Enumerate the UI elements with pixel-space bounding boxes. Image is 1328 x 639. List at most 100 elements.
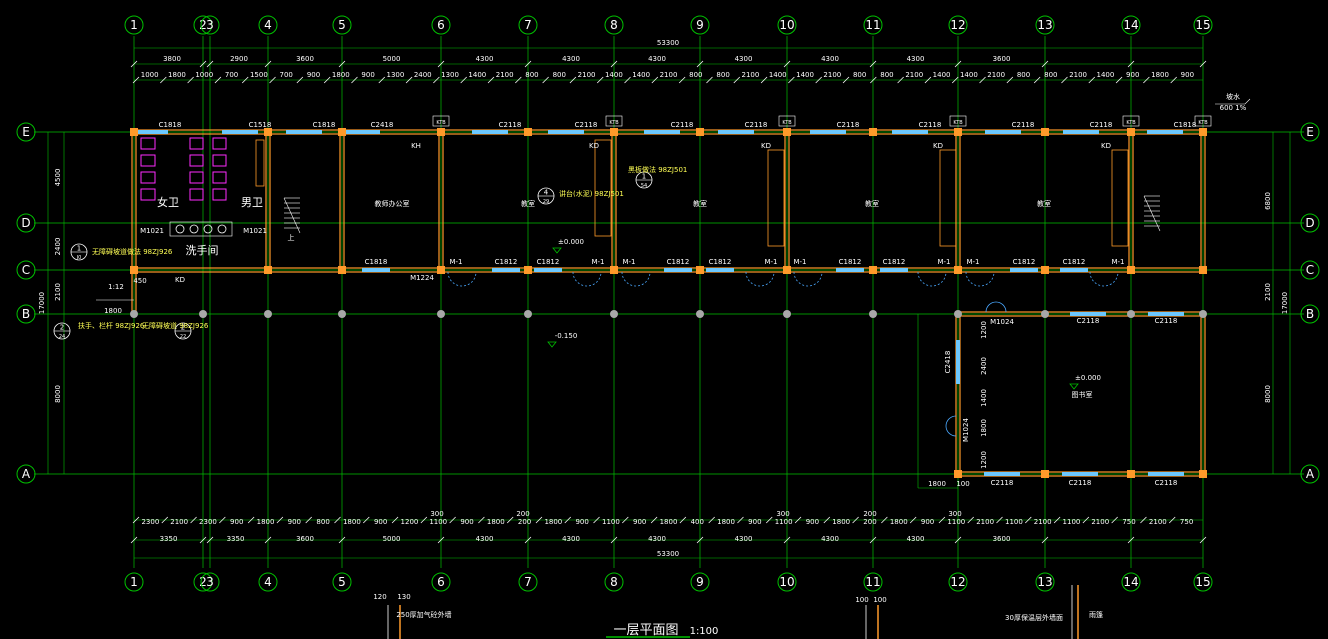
corridor-column bbox=[783, 310, 791, 318]
dim-tick bbox=[1041, 60, 1049, 68]
window-hall-tag: C2118 bbox=[1069, 479, 1092, 487]
toilet-stall bbox=[140, 171, 156, 184]
axis-label-x: 5 bbox=[338, 18, 346, 32]
dim-top-detail: 1000 bbox=[141, 71, 159, 79]
dim-tick bbox=[624, 76, 631, 84]
pipe-box bbox=[1122, 115, 1140, 127]
dim-tick bbox=[190, 516, 197, 524]
dim-top-detail: 800 bbox=[1017, 71, 1030, 79]
columns bbox=[130, 128, 1207, 478]
dim-bottom-detail: 900 bbox=[374, 518, 387, 526]
column bbox=[338, 128, 346, 136]
window-c bbox=[836, 268, 864, 272]
dim-top-detail: 800 bbox=[1044, 71, 1057, 79]
axis-bubble bbox=[431, 15, 451, 35]
dim-tick bbox=[1127, 60, 1135, 68]
pipe-box bbox=[1194, 115, 1212, 127]
toilet-stall bbox=[189, 154, 204, 167]
door-tag: M-1 bbox=[622, 258, 635, 266]
window-c bbox=[492, 268, 520, 272]
walls bbox=[131, 129, 1206, 477]
door-tag: M-1 bbox=[449, 258, 462, 266]
dim-bottom-detail: 900 bbox=[575, 518, 588, 526]
dim-bottom-detail: 1800 bbox=[717, 518, 735, 526]
dim-tick bbox=[247, 516, 255, 524]
dim-top-total: 53300 bbox=[657, 39, 679, 47]
corridor-column bbox=[696, 310, 704, 318]
dim-tick bbox=[815, 76, 822, 84]
dim-top-span: 4300 bbox=[735, 55, 753, 63]
toilet-stall bbox=[189, 137, 204, 150]
section-dim: 120 bbox=[373, 593, 386, 601]
door-tag: M1021 bbox=[243, 227, 267, 235]
axis-grid-lines bbox=[34, 36, 1304, 568]
blackboard bbox=[1111, 149, 1129, 247]
dim-tick bbox=[433, 76, 440, 84]
door-tag: M-1 bbox=[793, 258, 806, 266]
axis-label-x: 7 bbox=[524, 575, 532, 589]
dim-bottom-detail: 900 bbox=[921, 518, 934, 526]
dim-top-detail: 800 bbox=[716, 71, 729, 79]
column bbox=[1127, 470, 1135, 478]
door-swing bbox=[965, 271, 995, 287]
dim-top-span: 2900 bbox=[230, 55, 248, 63]
dim-tick bbox=[979, 76, 986, 84]
window-e bbox=[222, 130, 258, 134]
door-tag: M-1 bbox=[966, 258, 979, 266]
dim-tick bbox=[938, 516, 946, 524]
dim-left: 8000 bbox=[54, 385, 62, 403]
axis-bubble bbox=[518, 572, 538, 592]
column bbox=[264, 128, 272, 136]
axis-bubble bbox=[16, 260, 36, 280]
axis-bubble bbox=[1193, 15, 1213, 35]
dim-top-span: 5000 bbox=[383, 55, 401, 63]
section-note: 250厚加气砼外墙 bbox=[396, 610, 451, 619]
axis-bubble bbox=[604, 572, 624, 592]
dim-top-detail: 800 bbox=[689, 71, 702, 79]
dim-top-detail: 1400 bbox=[468, 71, 486, 79]
dim-top-detail: 1400 bbox=[605, 71, 623, 79]
dim-tick bbox=[696, 536, 704, 544]
column bbox=[954, 266, 962, 274]
column bbox=[783, 128, 791, 136]
dim-tick bbox=[1111, 516, 1118, 524]
axis-label-x: 14 bbox=[1123, 575, 1138, 589]
window-e bbox=[985, 130, 1021, 134]
dim-top-detail: 900 bbox=[361, 71, 374, 79]
dim-left: 2100 bbox=[54, 283, 62, 301]
column bbox=[610, 266, 618, 274]
dim-bottom-span: 4300 bbox=[648, 535, 666, 543]
dim-tick bbox=[214, 76, 222, 84]
axis-label-x: 3 bbox=[206, 18, 214, 32]
dim-tick bbox=[869, 536, 877, 544]
dim-tick bbox=[679, 516, 687, 524]
dim-top-span: 3600 bbox=[296, 55, 314, 63]
elev-tag: ±0.000 bbox=[558, 238, 584, 246]
hall-door-tag: M1024 bbox=[962, 418, 970, 442]
dim-top-detail: 1000 bbox=[195, 71, 213, 79]
axis-bubble bbox=[1121, 572, 1141, 592]
axis-bubble bbox=[16, 304, 36, 324]
window-c-tag: C1818 bbox=[365, 258, 388, 266]
axis-bubble bbox=[777, 15, 797, 35]
detail-note: 无障碍坡道做法 98ZJ926 bbox=[92, 247, 173, 256]
doors bbox=[447, 271, 1119, 437]
dim-tick bbox=[783, 60, 791, 68]
dim-tick bbox=[1127, 536, 1135, 544]
corridor-column bbox=[524, 310, 532, 318]
dim-bottom-up: 300 bbox=[430, 510, 443, 518]
detail-note: 讲台(水泥) 98ZJ501 bbox=[559, 189, 624, 198]
dim-tick bbox=[823, 516, 831, 524]
dim-tick bbox=[405, 76, 413, 84]
dim-tick bbox=[269, 76, 276, 84]
canopy-label: 雨篷 bbox=[1089, 610, 1103, 619]
window-c bbox=[362, 268, 390, 272]
dim-tick bbox=[706, 76, 713, 84]
axis-bubble bbox=[863, 15, 883, 35]
dim-top-detail: 2100 bbox=[578, 71, 596, 79]
dim-top-detail: 2400 bbox=[414, 71, 432, 79]
dim-bottom-detail: 1100 bbox=[947, 518, 965, 526]
window-e bbox=[1063, 130, 1099, 134]
dim-tick bbox=[241, 76, 249, 84]
detail-sub: 24 bbox=[59, 334, 65, 340]
